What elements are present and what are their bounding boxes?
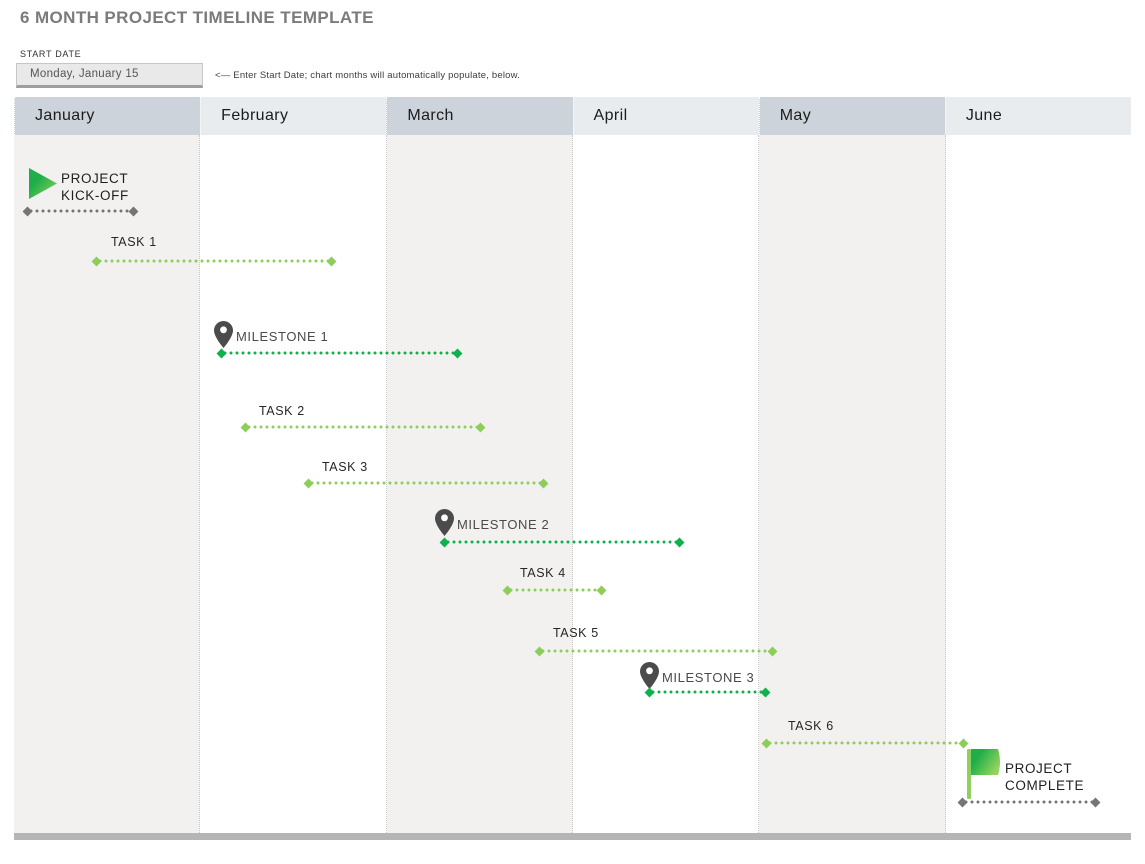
month-header-row: January February March April May June <box>14 97 1132 135</box>
kickoff-label: PROJECT KICK-OFF <box>61 171 129 203</box>
task-3-label: TASK 3 <box>322 460 368 474</box>
chart-body: PROJECT KICK-OFF TASK 1 MILESTONE 1 TASK… <box>14 135 1131 833</box>
month-header-may: May <box>758 97 945 135</box>
column-june <box>945 135 1131 833</box>
task-2-bar <box>246 425 480 429</box>
milestone-2-bar <box>445 540 679 544</box>
start-date-hint: <— Enter Start Date; chart months will a… <box>215 70 521 81</box>
complete-flag-icon <box>967 749 1000 799</box>
milestone-2-pin-icon <box>435 509 454 536</box>
milestone-3-bar <box>650 690 765 694</box>
milestone-1-label: MILESTONE 1 <box>236 329 329 344</box>
month-header-april: April <box>572 97 759 135</box>
complete-label: PROJECT COMPLETE <box>1005 761 1085 793</box>
task-5-bar <box>540 649 772 653</box>
month-header-february: February <box>200 97 387 135</box>
task-5-label: TASK 5 <box>553 626 599 640</box>
month-header-march: March <box>386 97 573 135</box>
column-april <box>572 135 760 833</box>
task-2-label: TASK 2 <box>259 404 305 418</box>
milestone-2-label: MILESTONE 2 <box>457 517 550 532</box>
month-header-january: January <box>14 97 201 135</box>
task-1-label: TASK 1 <box>111 235 157 249</box>
start-date-input[interactable]: Monday, January 15 <box>16 63 203 88</box>
month-header-june: June <box>944 97 1132 135</box>
timeline-chart: January February March April May June PR… <box>14 97 1132 840</box>
chart-bottom-bar <box>14 833 1131 840</box>
kickoff-play-icon <box>29 168 57 199</box>
task-4-bar <box>508 588 601 592</box>
kickoff-duration-line <box>28 209 133 213</box>
milestone-1-bar <box>222 351 457 355</box>
page-title: 6 MONTH PROJECT TIMELINE TEMPLATE <box>20 8 374 27</box>
start-date-label: START DATE <box>20 49 82 59</box>
task-1-bar <box>97 259 331 263</box>
column-may <box>759 135 946 833</box>
milestone-3-label: MILESTONE 3 <box>662 670 755 685</box>
task-6-label: TASK 6 <box>788 719 834 733</box>
task-4-label: TASK 4 <box>520 566 566 580</box>
column-january <box>14 135 201 833</box>
complete-duration-line <box>963 800 1095 804</box>
milestone-3-pin-icon <box>640 662 659 689</box>
task-6-bar <box>767 741 963 745</box>
milestone-1-pin-icon <box>214 321 233 348</box>
month-columns <box>14 135 1131 833</box>
task-3-bar <box>309 481 543 485</box>
